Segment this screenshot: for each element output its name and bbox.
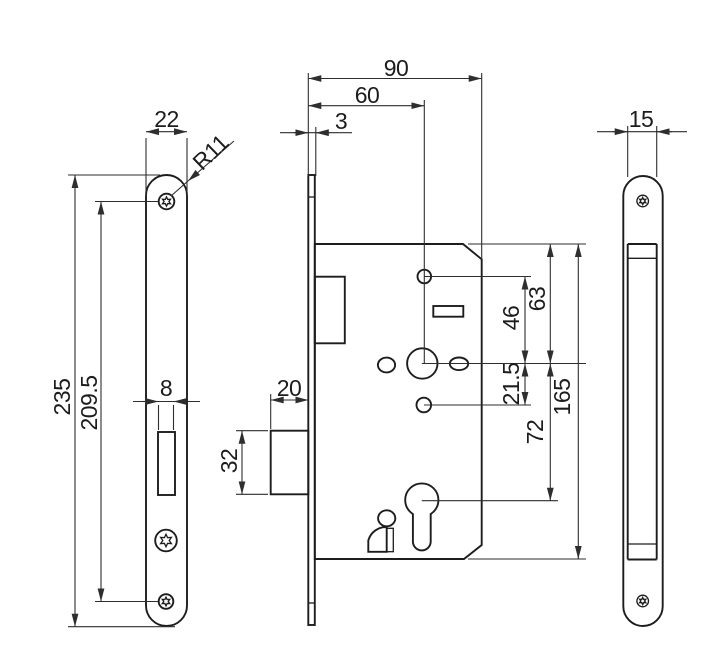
edge-view-faceplate <box>622 175 664 627</box>
radius-leader <box>187 140 235 182</box>
label-backset: 60 <box>355 82 380 108</box>
label-follower-to-lower-hole: 21.5 <box>498 363 524 406</box>
label-follower-to-cylinder: 72 <box>522 420 548 445</box>
radius-leader-tail <box>170 180 189 197</box>
euro-cylinder-circle <box>404 482 440 518</box>
label-corner-radius: R11 <box>187 129 233 175</box>
front-middle-screw <box>154 528 178 553</box>
latch-block <box>313 275 346 345</box>
dimensions-side <box>236 73 586 560</box>
label-bolt-height: 32 <box>216 449 242 474</box>
label-case-height: 165 <box>549 379 575 416</box>
front-bottom-screw <box>157 593 175 610</box>
torx-icon <box>160 595 172 608</box>
label-case-depth: 90 <box>384 55 409 81</box>
front-bolt-slot <box>157 431 176 496</box>
stop-slot <box>432 305 465 318</box>
label-follower-to-top-hole: 46 <box>498 306 524 331</box>
edge-bottom-screw <box>636 594 650 608</box>
side-oval-hole-left <box>376 356 397 374</box>
torx-icon <box>638 195 648 207</box>
dimensions-edge <box>597 126 687 177</box>
label-bolt-throw: 20 <box>277 375 302 401</box>
spring-detail-bar <box>386 527 394 553</box>
label-plate-height: 235 <box>49 379 75 416</box>
dimensions-front <box>68 128 235 628</box>
label-edge-case-width: 15 <box>629 106 654 132</box>
spring-detail <box>367 526 388 553</box>
edge-top-screw <box>636 194 650 208</box>
dimension-labels: 22 R11 235 209.5 8 90 60 3 20 32 46 63 2… <box>49 55 654 474</box>
euro-cylinder-stem <box>411 513 432 552</box>
front-top-screw <box>157 192 176 211</box>
faceplate-edge <box>307 174 316 626</box>
case-outline <box>313 243 483 560</box>
label-slot-width: 8 <box>160 375 172 401</box>
label-top-to-follower: 63 <box>524 287 550 312</box>
torx-icon <box>638 595 648 607</box>
torx-icon <box>159 532 173 549</box>
side-view-lock-case <box>269 174 483 626</box>
label-plate-width: 22 <box>154 106 179 132</box>
cylinder-side-hole <box>377 509 397 528</box>
deadbolt-thrown <box>269 429 310 496</box>
front-view-faceplate <box>145 174 188 627</box>
edge-plate-outline <box>622 175 664 627</box>
label-faceplate-thickness: 3 <box>335 108 347 134</box>
torx-icon <box>161 195 172 208</box>
label-screw-spacing: 209.5 <box>76 375 102 430</box>
